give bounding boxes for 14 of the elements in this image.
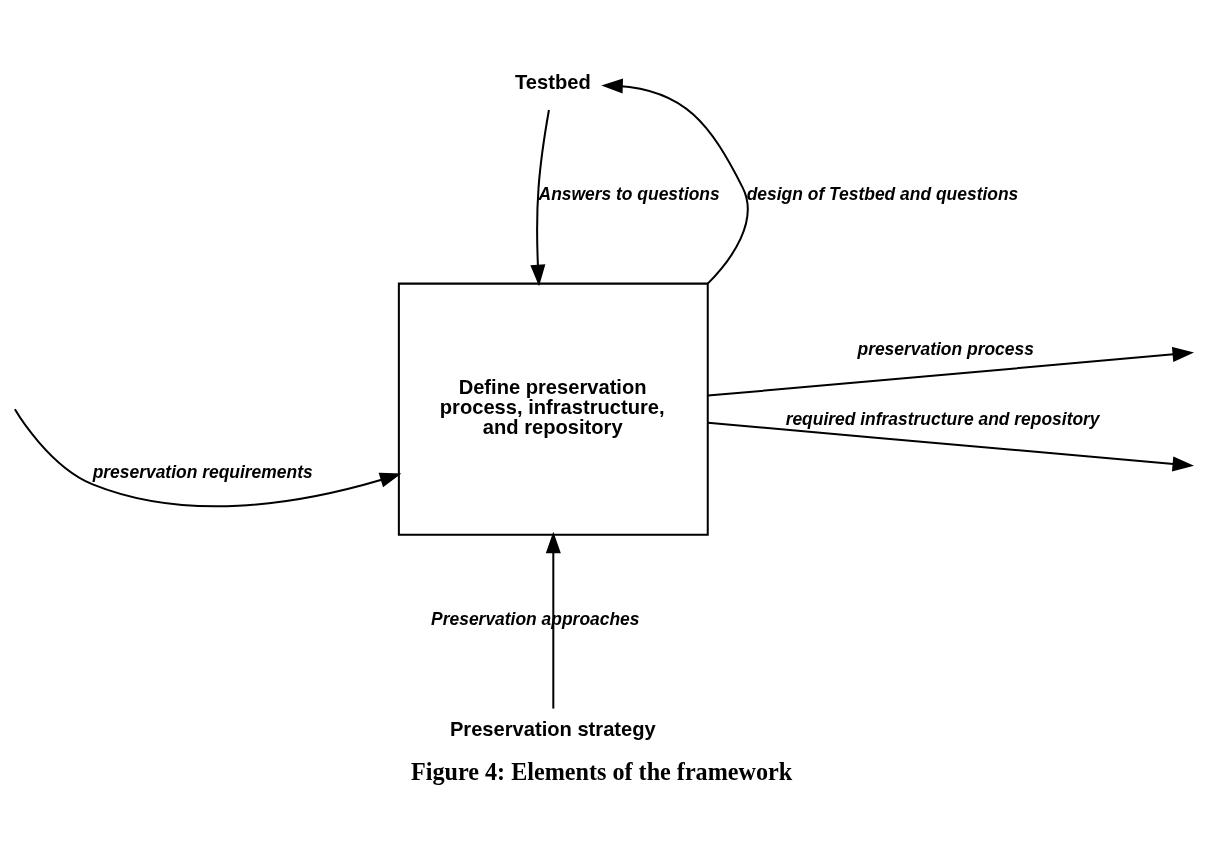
edge-label: preservation process: [857, 338, 1034, 359]
arrow: [530, 109, 550, 287]
caption: Figure 4: Elements of the framework: [410, 758, 793, 786]
edge-label: required infrastructure and repository: [785, 408, 1100, 429]
arrow: [601, 78, 749, 285]
arrow: [14, 408, 402, 508]
node-text: Testbed: [515, 70, 591, 93]
edge-label: design of Testbed and questions: [746, 184, 1019, 205]
arrow: [707, 421, 1195, 472]
node-box: Define preservation process, infrastructure, and repository: [397, 282, 709, 536]
edge-label: preservation requirements: [92, 462, 313, 483]
arrow: [707, 346, 1195, 397]
arrow: [545, 531, 561, 709]
node-text: Preservation strategy: [449, 718, 656, 741]
